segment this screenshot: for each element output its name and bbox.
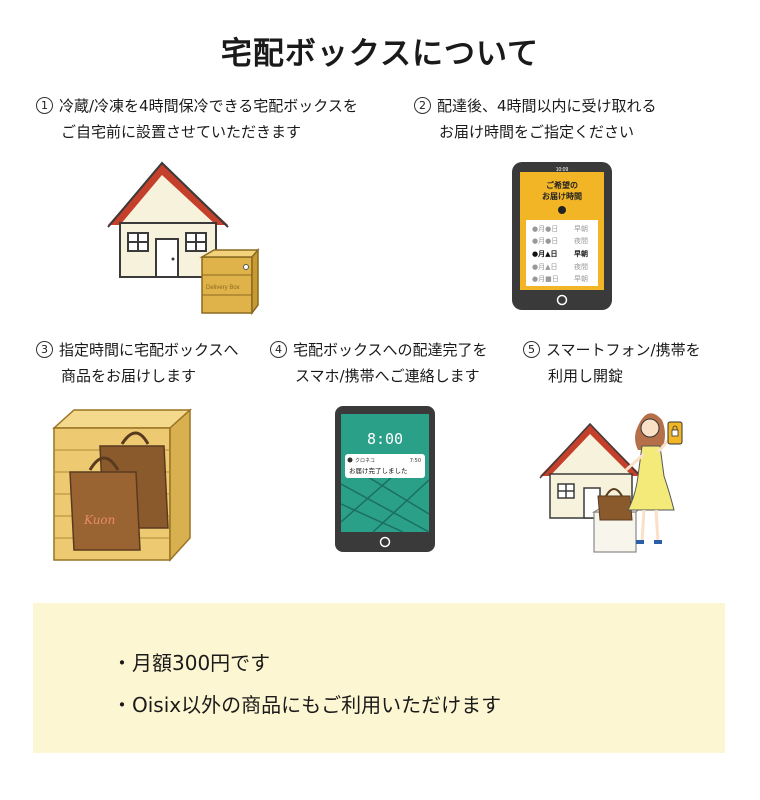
- step-4-caption: 4 宅配ボックスへの配達完了を スマホ/携帯へご連絡します: [270, 337, 488, 389]
- step-text-line1: 配達後、4時間以内に受け取れる: [437, 97, 657, 115]
- phone-header-line2: お届け時間: [542, 191, 582, 201]
- step-text-line2: 利用し開錠: [548, 367, 624, 385]
- step-text-line1: 指定時間に宅配ボックスへ: [59, 341, 239, 359]
- step-text-line2: スマホ/携帯へご連絡します: [295, 367, 480, 385]
- time-row-slot: 早朝: [574, 225, 588, 233]
- step-number: 1: [36, 97, 53, 114]
- time-row-slot-selected: 早朝: [574, 249, 588, 258]
- step-5-caption: 5 スマートフォン/携帯を 利用し開錠: [523, 337, 701, 389]
- time-row-day: ●月●日: [532, 237, 558, 245]
- box-label: Delivery Box: [206, 285, 240, 291]
- step-number: 5: [523, 341, 540, 358]
- time-row-slot: 早朝: [574, 275, 588, 283]
- note-monthly-fee: ・月額300円です: [112, 651, 271, 675]
- step-text-line1: スマートフォン/携帯を: [546, 341, 701, 359]
- house-with-box-illustration: Delivery Box: [107, 161, 260, 316]
- step-number: 4: [270, 341, 287, 358]
- phone-header-line1: ご希望の: [546, 180, 578, 190]
- page-title: 宅配ボックスについて: [220, 36, 540, 72]
- unlock-with-phone-illustration: [539, 413, 683, 553]
- note-other-products: ・Oisix以外の商品にもご利用いただけます: [112, 693, 502, 717]
- box-with-bags-illustration: Kuon: [52, 408, 192, 562]
- step-text-line1: 冷蔵/冷凍を4時間保冷できる宅配ボックスを: [59, 97, 358, 115]
- phone-status-time: 10:09: [556, 167, 569, 173]
- step-number: 2: [414, 97, 431, 114]
- time-row-day: ●月■日: [532, 275, 559, 283]
- time-row-slot: 夜間: [574, 236, 588, 245]
- step-1-caption: 1 冷蔵/冷凍を4時間保冷できる宅配ボックスを ご自宅前に設置させていただきます: [36, 93, 358, 145]
- phone-clock: 8:00: [367, 430, 403, 448]
- bag-label: Kuon: [83, 513, 115, 527]
- time-row-day-selected: ●月▲日: [532, 250, 558, 258]
- notification-time: 7:50: [410, 458, 421, 464]
- step-text-line2: ご自宅前に設置させていただきます: [61, 123, 302, 141]
- step-text-line1: 宅配ボックスへの配達完了を: [293, 341, 488, 359]
- notification-text: お届け完了しました: [349, 466, 408, 475]
- phone-notification-illustration: 8:00 クロネコ 7:50 お届け完了しました: [335, 406, 435, 552]
- step-number: 3: [36, 341, 53, 358]
- step-text-line2: 商品をお届けします: [61, 367, 197, 385]
- step-3-caption: 3 指定時間に宅配ボックスへ 商品をお届けします: [36, 337, 239, 389]
- time-row-slot: 夜間: [574, 262, 588, 271]
- notes-panel: [33, 603, 725, 753]
- time-row-day: ●月▲日: [532, 263, 558, 271]
- step-2-caption: 2 配達後、4時間以内に受け取れる お届け時間をご指定ください: [414, 93, 657, 145]
- step-text-line2: お届け時間をご指定ください: [439, 123, 635, 141]
- phone-time-select-illustration: 10:09 ご希望の お届け時間 ●月●日 早朝 ●月●日 夜間 ●月▲日 早朝…: [512, 162, 612, 310]
- notification-app: クロネコ: [355, 458, 375, 464]
- time-row-day: ●月●日: [532, 225, 558, 233]
